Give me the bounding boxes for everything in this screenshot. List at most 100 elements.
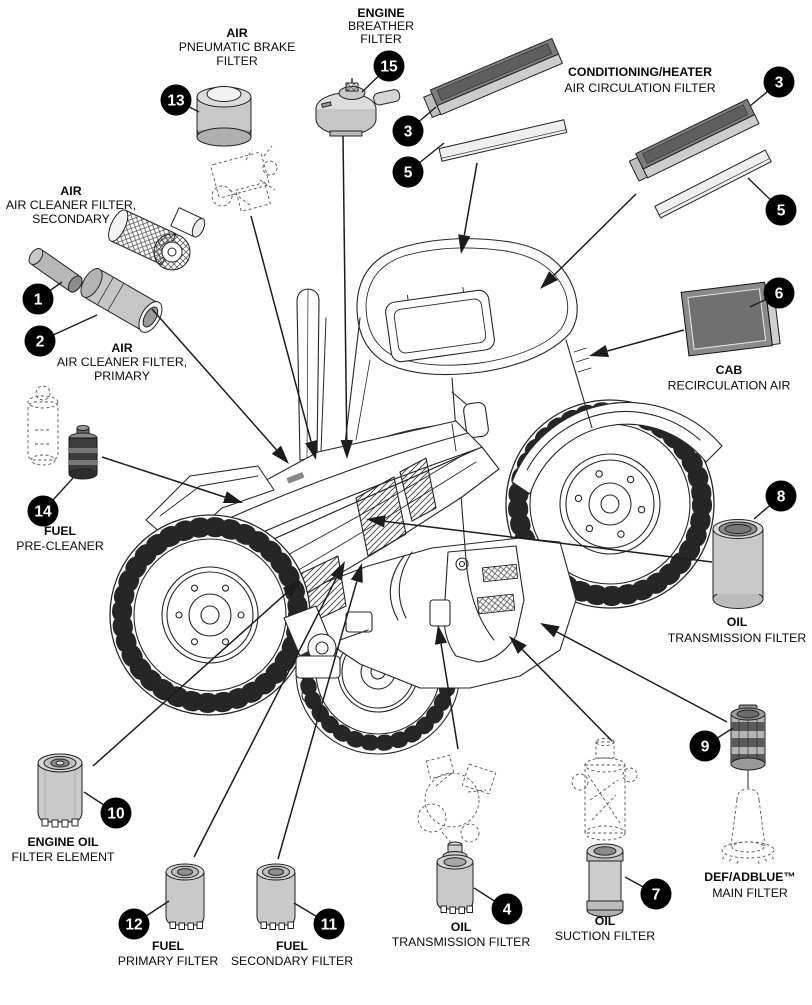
arrowhead-icon	[305, 440, 318, 460]
callout-8	[765, 480, 797, 512]
label-def-adblue-main-filter-line2: MAIN FILTER	[712, 886, 788, 900]
part-12-fuel-primary-filter	[165, 863, 205, 930]
brake-valve-assembly	[210, 145, 278, 212]
arrowhead-icon	[223, 491, 243, 504]
callout-12-number: 12	[125, 917, 142, 934]
part-3-conditioning-filter-left	[423, 37, 563, 118]
label-fuel-pre-cleaner-line2: PRE-CLEANER	[16, 539, 104, 553]
arrowhead-icon	[271, 445, 289, 464]
arrowhead-icon	[330, 561, 345, 581]
label-oil-suction-filter-line1: OIL	[595, 914, 616, 928]
front-axle	[283, 605, 369, 705]
callout-3-number: 3	[404, 124, 413, 141]
arrowhead-icon	[509, 636, 527, 654]
leader-arrow-line-2	[250, 215, 312, 442]
leader-arrow-line-12	[440, 643, 459, 750]
callout-5	[392, 156, 424, 188]
part-2-air-cleaner-primary	[80, 268, 163, 333]
callout-6	[763, 277, 795, 309]
label-conditioning-heater-air-circulation-filter-line1: CONDITIONING/HEATER	[568, 65, 712, 79]
chassis	[299, 537, 577, 689]
pre-cleaner-assembly-dashed	[27, 385, 59, 466]
part-4-oil-transmission-filter	[417, 754, 497, 914]
callout-14	[27, 495, 59, 527]
label-conditioning-heater-air-circulation-filter-line2: AIR CIRCULATION FILTER	[564, 81, 715, 95]
label-cab-recirculation-air-line1: CAB	[716, 363, 743, 377]
part-9-def-main-filter	[720, 704, 776, 866]
callout-1-number: 1	[34, 292, 43, 309]
leader-arrow-line-5	[552, 193, 637, 277]
label-air-cleaner-filter-secondary-line1: AIR	[60, 184, 81, 198]
leader-arrow-line-13	[521, 649, 613, 742]
part-7-oil-suction-filter	[571, 738, 638, 917]
label-engine-breather-filter-line3: FILTER	[360, 32, 402, 46]
label-air-pneumatic-brake-filter-line2: PNEUMATIC BRAKE	[179, 40, 296, 54]
label-oil-transmission-filter-bottom-line1: OIL	[451, 920, 472, 934]
filter-parts	[27, 37, 781, 930]
label-fuel-secondary-filter-line2: SECONDARY FILTER	[231, 954, 353, 968]
label-oil-suction-filter-line2: SUCTION FILTER	[555, 929, 655, 943]
def-funnel-dashed	[720, 788, 776, 866]
leader-arrow-line-10	[193, 577, 338, 858]
arrowhead-icon	[589, 345, 609, 357]
leader-arrow-line-9	[92, 592, 288, 767]
mirror	[463, 401, 489, 439]
label-oil-transmission-filter-right-line1: OIL	[727, 615, 748, 629]
label-fuel-primary-filter-line2: PRIMARY FILTER	[118, 954, 219, 968]
arrowhead-icon	[350, 563, 363, 583]
callout-8-number: 8	[777, 489, 786, 506]
label-engine-breather-filter-line1: ENGINE	[357, 6, 404, 20]
callout-7	[640, 878, 672, 910]
callout-7-number: 7	[652, 887, 661, 904]
arrowhead-icon	[282, 580, 301, 598]
suction-assembly-dashed	[571, 738, 638, 841]
arrowhead-icon	[458, 234, 471, 254]
arrowhead-icon	[340, 439, 353, 459]
callout-1	[22, 283, 54, 315]
callout-9	[689, 730, 721, 762]
label-air-cleaner-filter-primary-line3: PRIMARY	[94, 369, 150, 383]
label-fuel-secondary-filter-line1: FUEL	[276, 939, 309, 953]
callout-4-number: 4	[503, 902, 512, 919]
callout-5-number: 5	[404, 165, 413, 182]
callout-13-number: 13	[167, 93, 185, 110]
air-cleaner-housing	[108, 207, 206, 271]
label-cab-recirculation-air-line2: RECIRCULATION AIR	[668, 379, 791, 393]
label-air-pneumatic-brake-filter-line3: FILTER	[216, 54, 258, 68]
label-air-cleaner-filter-primary-line2: AIR CLEANER FILTER,	[57, 355, 187, 369]
leader-arrow-line-3	[342, 135, 348, 441]
arrowhead-icon	[540, 623, 560, 638]
leader-arrow-line-6	[607, 329, 685, 352]
label-fuel-pre-cleaner-line1: FUEL	[44, 524, 77, 538]
roof-hatch	[385, 286, 495, 363]
callout-3	[392, 115, 424, 147]
arrowhead-icon	[434, 625, 448, 645]
label-engine-breather-filter-line2: BREATHER	[348, 19, 414, 33]
part-13-pneumatic-brake-filter	[196, 86, 252, 147]
label-air-cleaner-filter-secondary-line2: AIR CLEANER FILTER,	[6, 198, 136, 212]
callout-10-number: 10	[107, 806, 124, 823]
part-14-fuel-pre-cleaner	[27, 385, 98, 480]
label-fuel-primary-filter-line1: FUEL	[152, 939, 185, 953]
part-11-fuel-secondary-filter	[256, 863, 296, 930]
part-1-air-cleaner-secondary	[28, 247, 83, 293]
exhaust-stack	[296, 288, 327, 461]
callout-14-number: 14	[34, 504, 52, 521]
callout-12	[118, 908, 150, 940]
part-6-cab-recirculation-filter	[680, 281, 781, 357]
callout-6-number: 6	[775, 286, 784, 303]
label-air-cleaner-filter-secondary-line3: SECONDARY	[32, 212, 110, 226]
label-air-cleaner-filter-primary-line1: AIR	[111, 341, 132, 355]
label-engine-oil-filter-element-line1: ENGINE OIL	[27, 835, 99, 849]
callout-15-number: 15	[380, 59, 398, 76]
label-oil-transmission-filter-bottom-line2: TRANSMISSION FILTER	[392, 935, 531, 949]
callout-11	[313, 908, 345, 940]
callout-13	[160, 84, 192, 116]
callout-2-number: 2	[36, 334, 45, 351]
front-left-wheel	[109, 514, 311, 716]
callout-3-number: 3	[775, 75, 784, 92]
rear-fender	[511, 402, 723, 495]
